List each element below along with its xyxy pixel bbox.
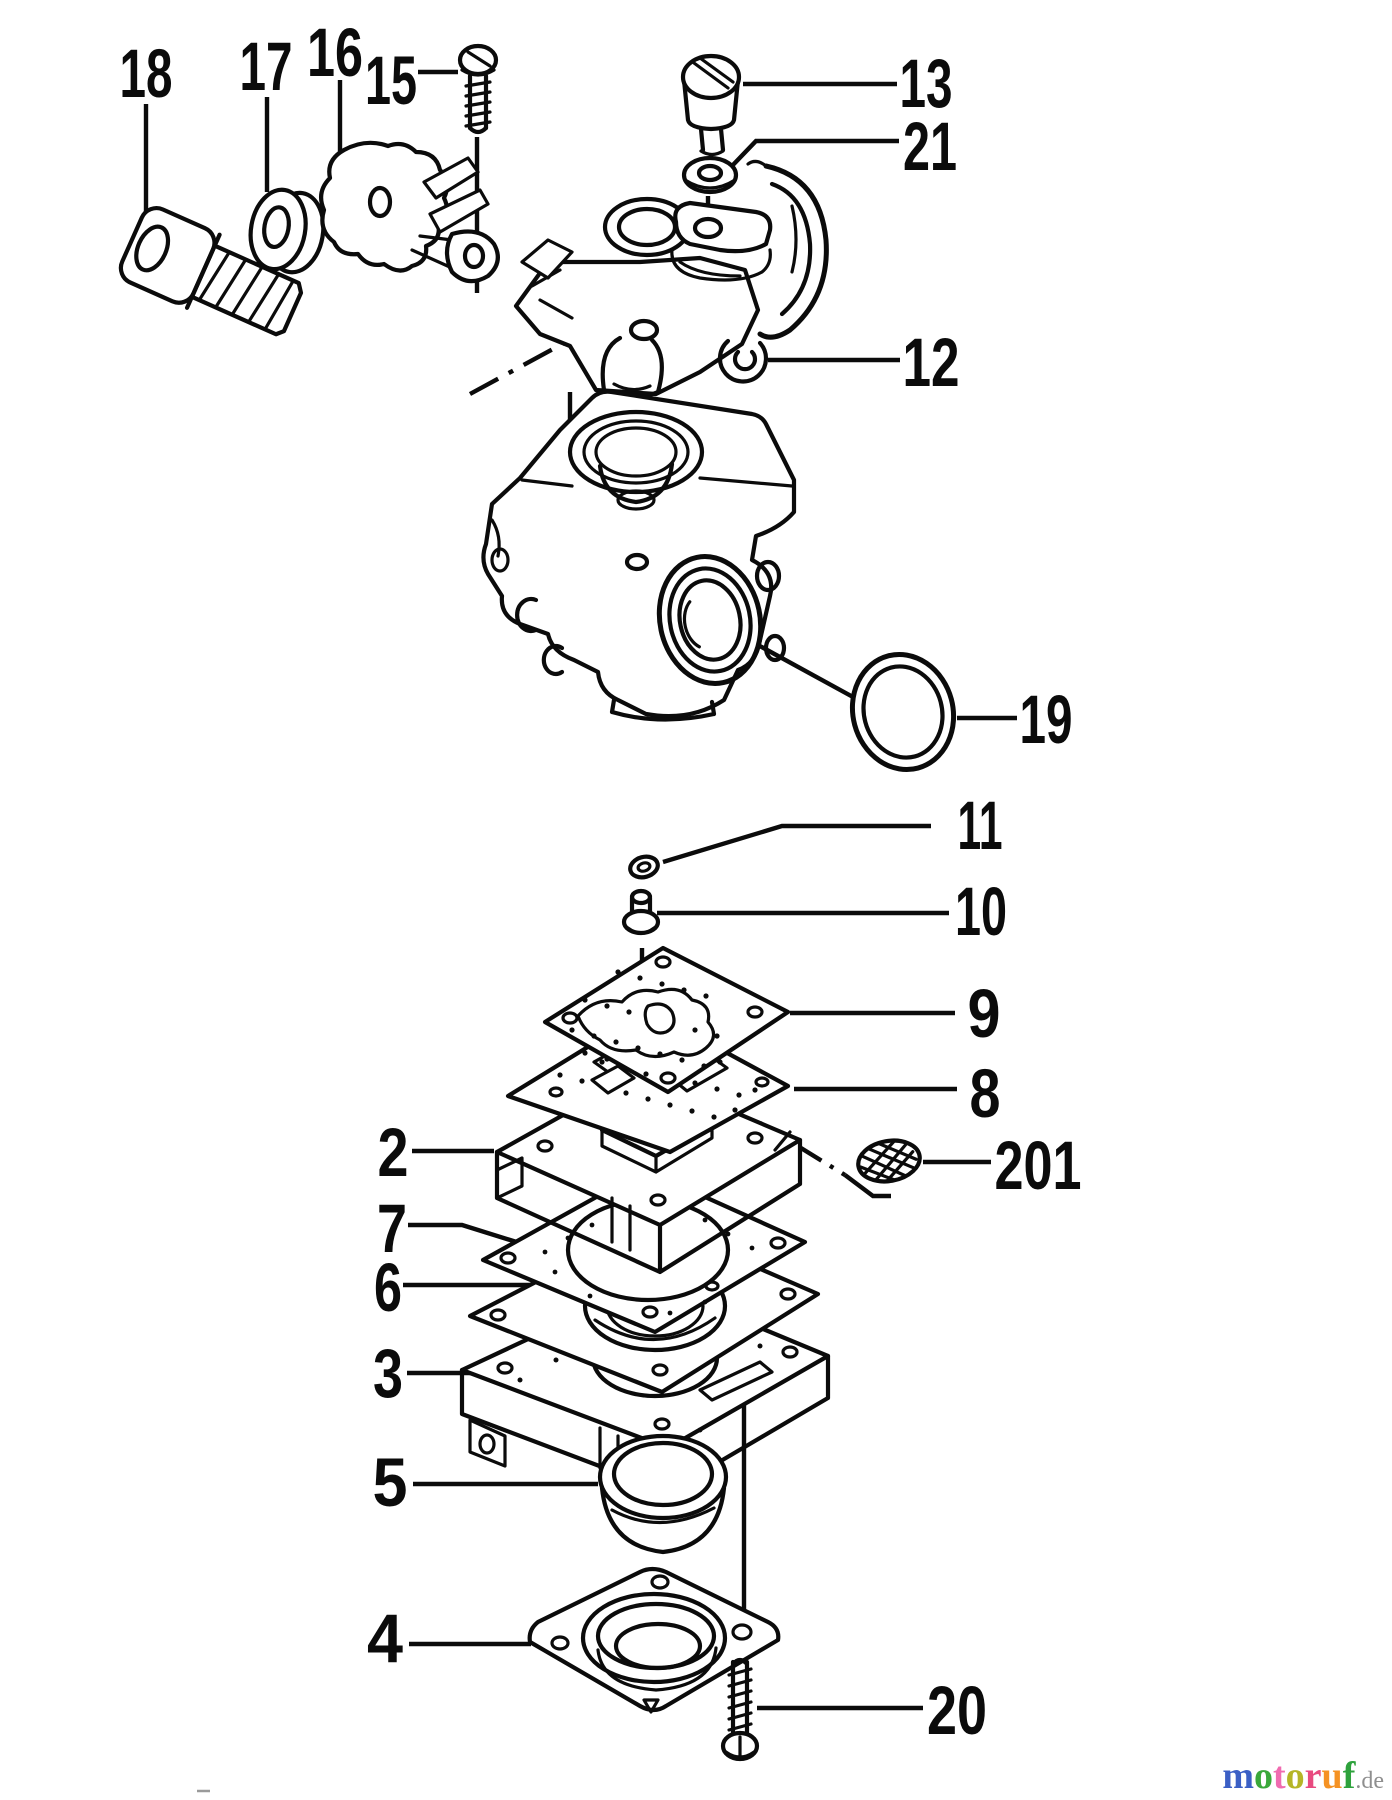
callout-labels: 18 17 16 15 13 21 12 19 11 10 9 8 2 201 …: [120, 14, 1082, 1749]
logo-letter: m: [1222, 1755, 1254, 1797]
callout-3: 3: [373, 1335, 403, 1412]
callout-21: 21: [903, 108, 957, 185]
callout-15: 15: [365, 42, 417, 119]
part-15-screw: [457, 43, 499, 135]
part-17-collar: [248, 187, 326, 275]
callout-12: 12: [903, 324, 960, 401]
part-16-throttle-lever-bracket: [318, 140, 500, 284]
leader-lines: [143, 69, 1017, 1711]
callout-8: 8: [970, 1055, 1001, 1132]
callout-2: 2: [378, 1114, 409, 1191]
carburetor-body: [481, 389, 797, 722]
logo-letter: o: [1286, 1755, 1305, 1797]
logo-letter: f: [1343, 1755, 1357, 1797]
callout-18: 18: [120, 35, 173, 112]
part-12-e-clip: [717, 338, 769, 384]
part-11-retainer-ring: [628, 854, 660, 880]
part-5-primer-cup: [597, 1433, 729, 1555]
callout-13: 13: [900, 45, 953, 122]
dash-line-201-elbow: [843, 1173, 891, 1199]
part-13-idle-adjust-screw: [680, 53, 742, 157]
part-18-socket-screw: [118, 206, 304, 337]
callout-17: 17: [240, 28, 293, 105]
part-4-pump-cover: [527, 1566, 781, 1714]
callout-16: 16: [307, 14, 363, 91]
part-21-washer: [681, 155, 739, 195]
part-10-inlet-needle: [621, 888, 661, 936]
callout-4: 4: [367, 1600, 403, 1677]
logo-letter: t: [1273, 1755, 1286, 1797]
logo-letter: o: [1254, 1755, 1273, 1797]
callout-6: 6: [374, 1249, 402, 1326]
logo-suffix: .de: [1355, 1768, 1384, 1794]
carburetor-throttle-assembly: [513, 159, 829, 400]
leader-7: [408, 1222, 524, 1247]
callout-10: 10: [955, 873, 1007, 950]
callout-11: 11: [958, 787, 1003, 864]
part-9-metering-plate: [542, 945, 791, 1095]
part-20-screw: [720, 1657, 760, 1762]
motoruf-logo: motoruf.de: [1222, 1755, 1384, 1797]
leader-21: [729, 138, 899, 169]
callout-201: 201: [995, 1127, 1082, 1204]
part-19-o-ring: [849, 652, 957, 772]
part-201-inlet-screen: [856, 1138, 922, 1184]
callout-19: 19: [1020, 681, 1073, 758]
logo-letter: u: [1322, 1755, 1343, 1797]
callout-20: 20: [927, 1672, 987, 1749]
leader-11: [662, 823, 931, 865]
callout-7: 7: [377, 1190, 407, 1267]
logo-letter: r: [1305, 1755, 1322, 1797]
callout-5: 5: [373, 1444, 408, 1521]
callout-9: 9: [968, 975, 1001, 1052]
